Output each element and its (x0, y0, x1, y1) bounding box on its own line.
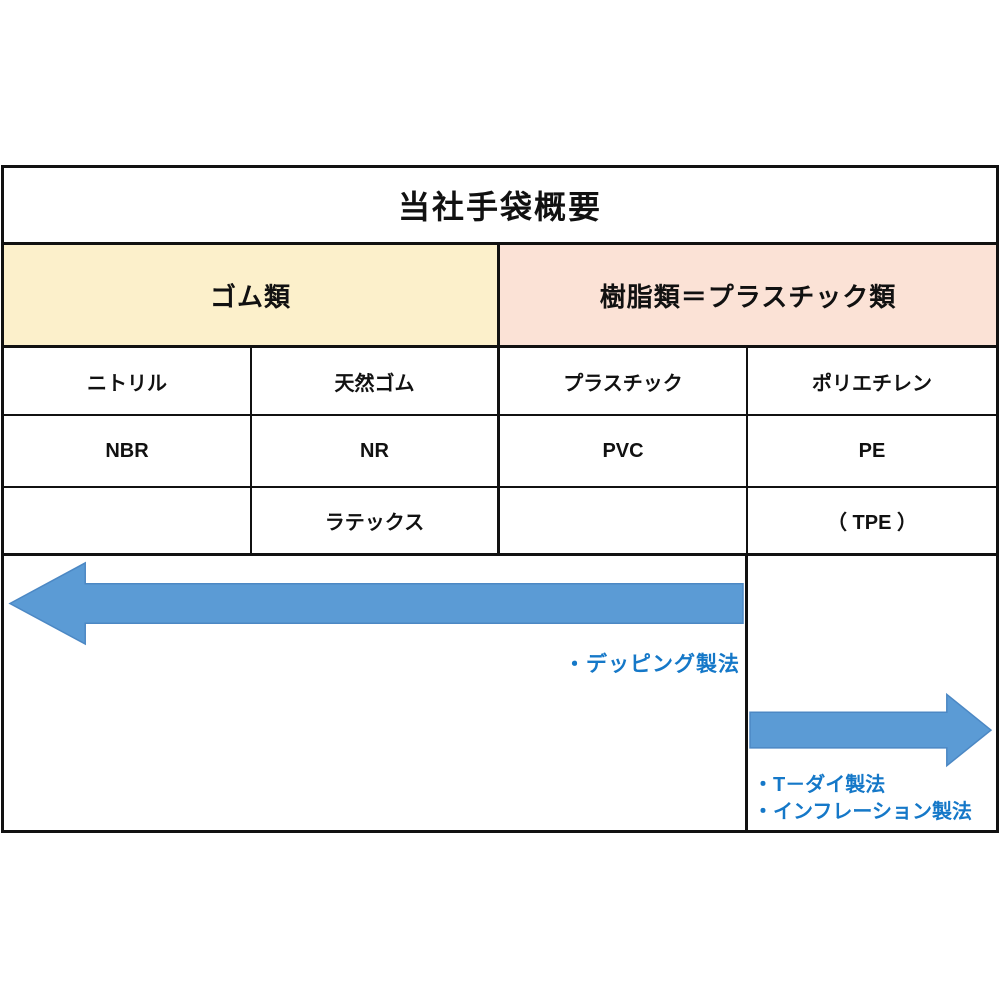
material-name-cell: ニトリル (4, 348, 252, 414)
material-note-row: ラテックス （ TPE ） (4, 488, 996, 556)
rubber-methods-cell: ・デッピング製法 (4, 556, 748, 830)
material-name-cell: ポリエチレン (812, 372, 932, 395)
material-abbr-row: NBR NR PVC PE (4, 416, 996, 488)
material-name-row: ニトリル 天然ゴム プラスチック ポリエチレン (4, 348, 996, 416)
dipping-method-label: ・デッピング製法 (564, 653, 740, 676)
title-row: 当社手袋概要 (4, 168, 996, 245)
material-note-cell (4, 488, 252, 553)
material-abbr-cell: NBR (4, 416, 252, 486)
material-note-cell: ラテックス (252, 488, 500, 553)
material-note-cell: （ TPE ） (826, 512, 917, 534)
category-header-rubber: ゴム類 (4, 245, 500, 345)
material-abbr-cell: NR (252, 416, 500, 486)
overview-table: 当社手袋概要 ゴム類 樹脂類＝プラスチック類 ニトリル 天然ゴム プラスチック … (1, 165, 999, 833)
left-arrow-icon (8, 561, 744, 646)
plastic-methods-labels: ・T－ダイ製法 ・インフレーション製法 (753, 772, 972, 826)
category-header-plastic: 樹脂類＝プラスチック類 (500, 245, 996, 345)
t-die-method-label: ・T－ダイ製法 (753, 774, 886, 796)
material-note-cell (500, 488, 748, 553)
methods-row: ・デッピング製法 ・T－ダイ製法 ・インフレーション製法 (4, 556, 996, 830)
material-name-cell: プラスチック (500, 348, 748, 414)
material-abbr-cell: PE (858, 439, 886, 462)
material-abbr-cell: PVC (500, 416, 748, 486)
material-name-cell: 天然ゴム (252, 348, 500, 414)
plastic-methods-cell: ・T－ダイ製法 ・インフレーション製法 (748, 556, 996, 830)
inflation-method-label: ・インフレーション製法 (753, 801, 972, 823)
page-title: 当社手袋概要 (397, 189, 602, 225)
right-arrow-icon (749, 692, 993, 768)
category-header-row: ゴム類 樹脂類＝プラスチック類 (4, 245, 996, 348)
